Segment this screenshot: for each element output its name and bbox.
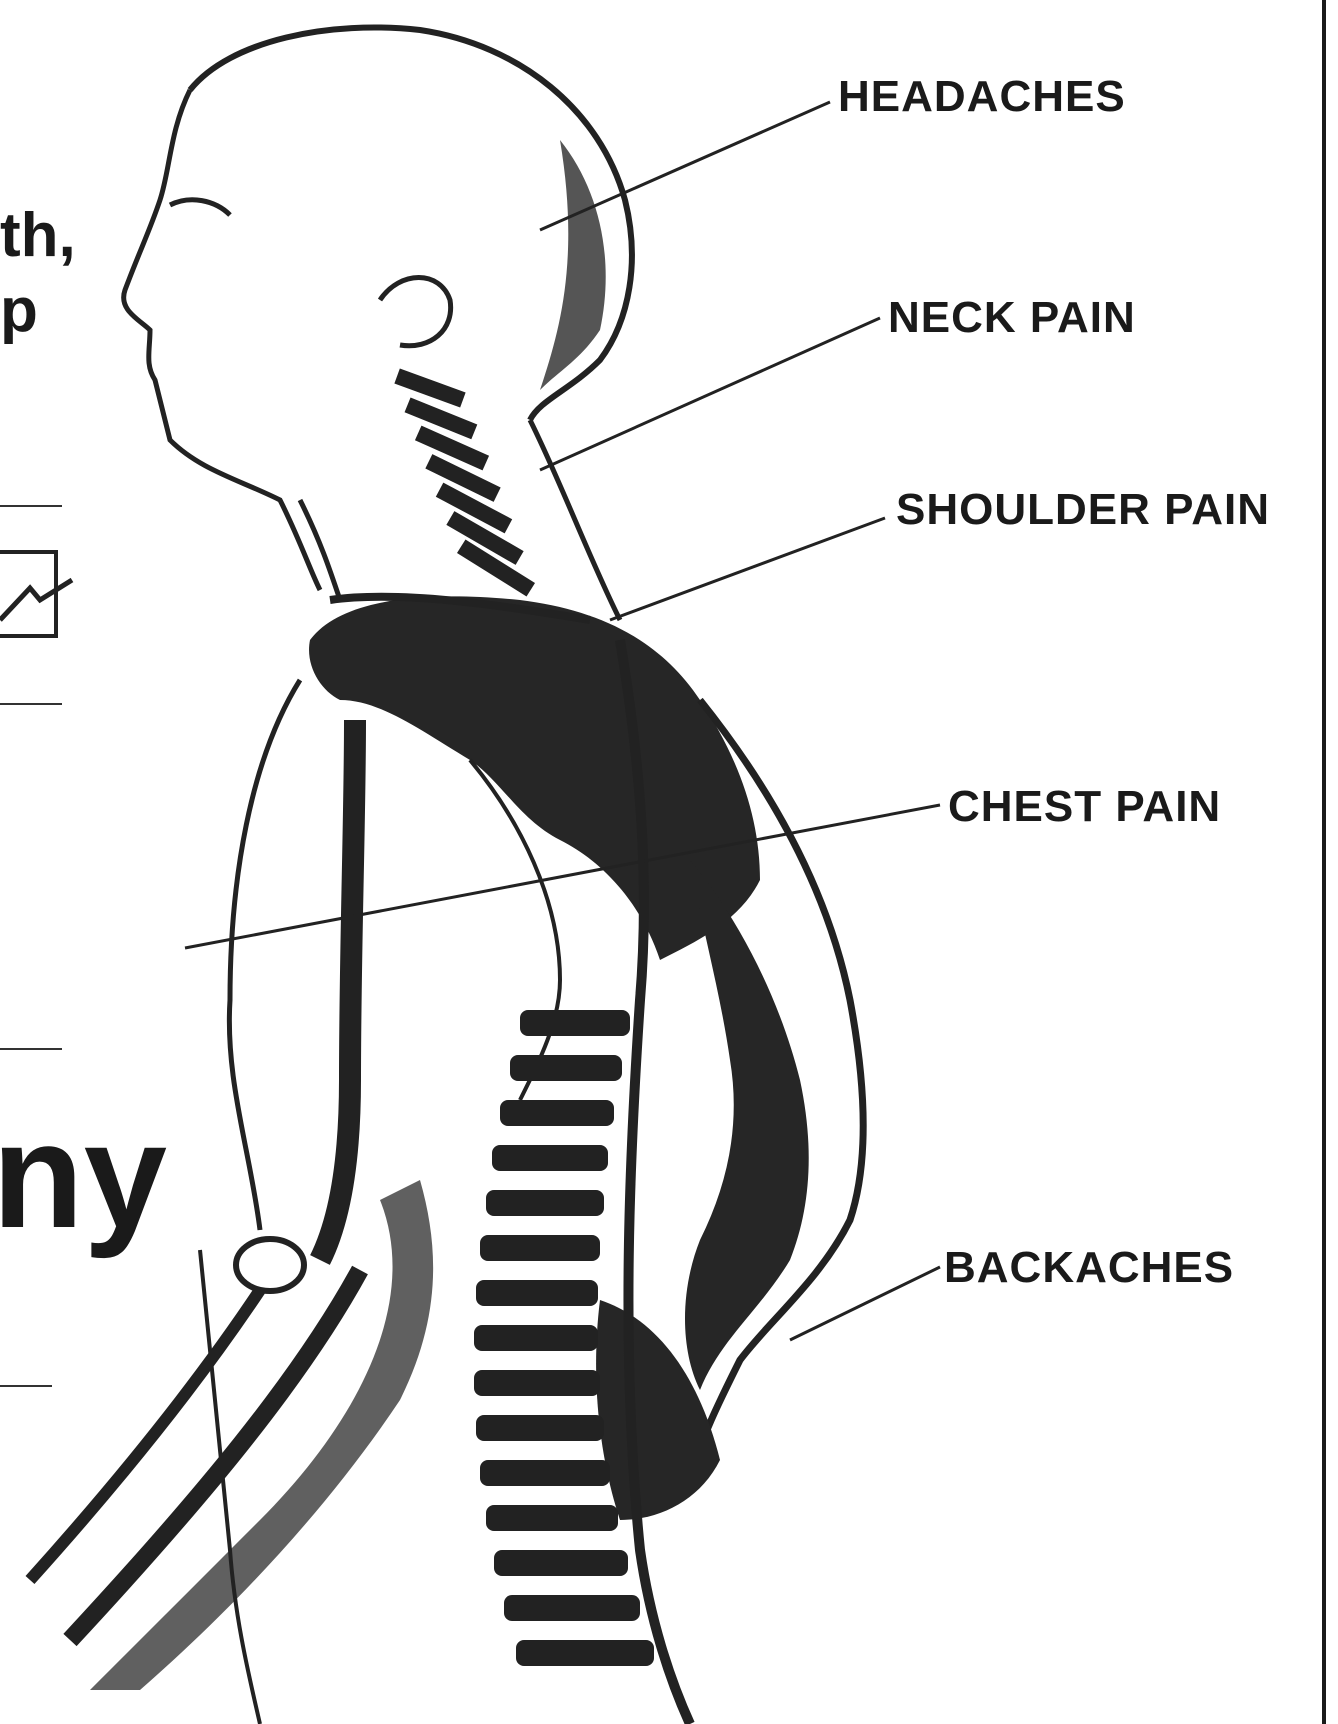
cropped-headline: ny <box>0 1100 167 1250</box>
divider-rule-1 <box>0 505 62 507</box>
back-shading <box>685 860 809 1390</box>
upper-arm-bone <box>320 720 355 1260</box>
leader-shoulder-pain <box>610 518 885 620</box>
divider-rule-2 <box>0 703 62 705</box>
check-mark <box>0 580 72 620</box>
divider-rule-4 <box>0 1385 52 1387</box>
trapezius-muscle <box>309 596 760 960</box>
face-profile <box>124 90 320 590</box>
elbow-joint <box>236 1239 304 1291</box>
label-backaches: BACKACHES <box>944 1246 1234 1290</box>
label-chest-pain: CHEST PAIN <box>948 785 1221 829</box>
neck-back <box>530 420 620 620</box>
page-border <box>1322 0 1326 1724</box>
cropped-text-line-2: p <box>0 280 38 342</box>
divider-rule-3 <box>0 1048 62 1050</box>
ear <box>380 278 451 346</box>
eye <box>170 200 230 215</box>
cropped-text-line-1: th, <box>0 205 76 267</box>
label-neck-pain: NECK PAIN <box>888 296 1136 340</box>
hair-shading <box>540 140 606 390</box>
forearm-bone-1 <box>30 1290 260 1580</box>
cervical-spine <box>394 369 535 597</box>
label-shoulder-pain: SHOULDER PAIN <box>896 488 1270 532</box>
upper-arm-front <box>229 680 300 1230</box>
label-headaches: HEADACHES <box>838 75 1126 119</box>
